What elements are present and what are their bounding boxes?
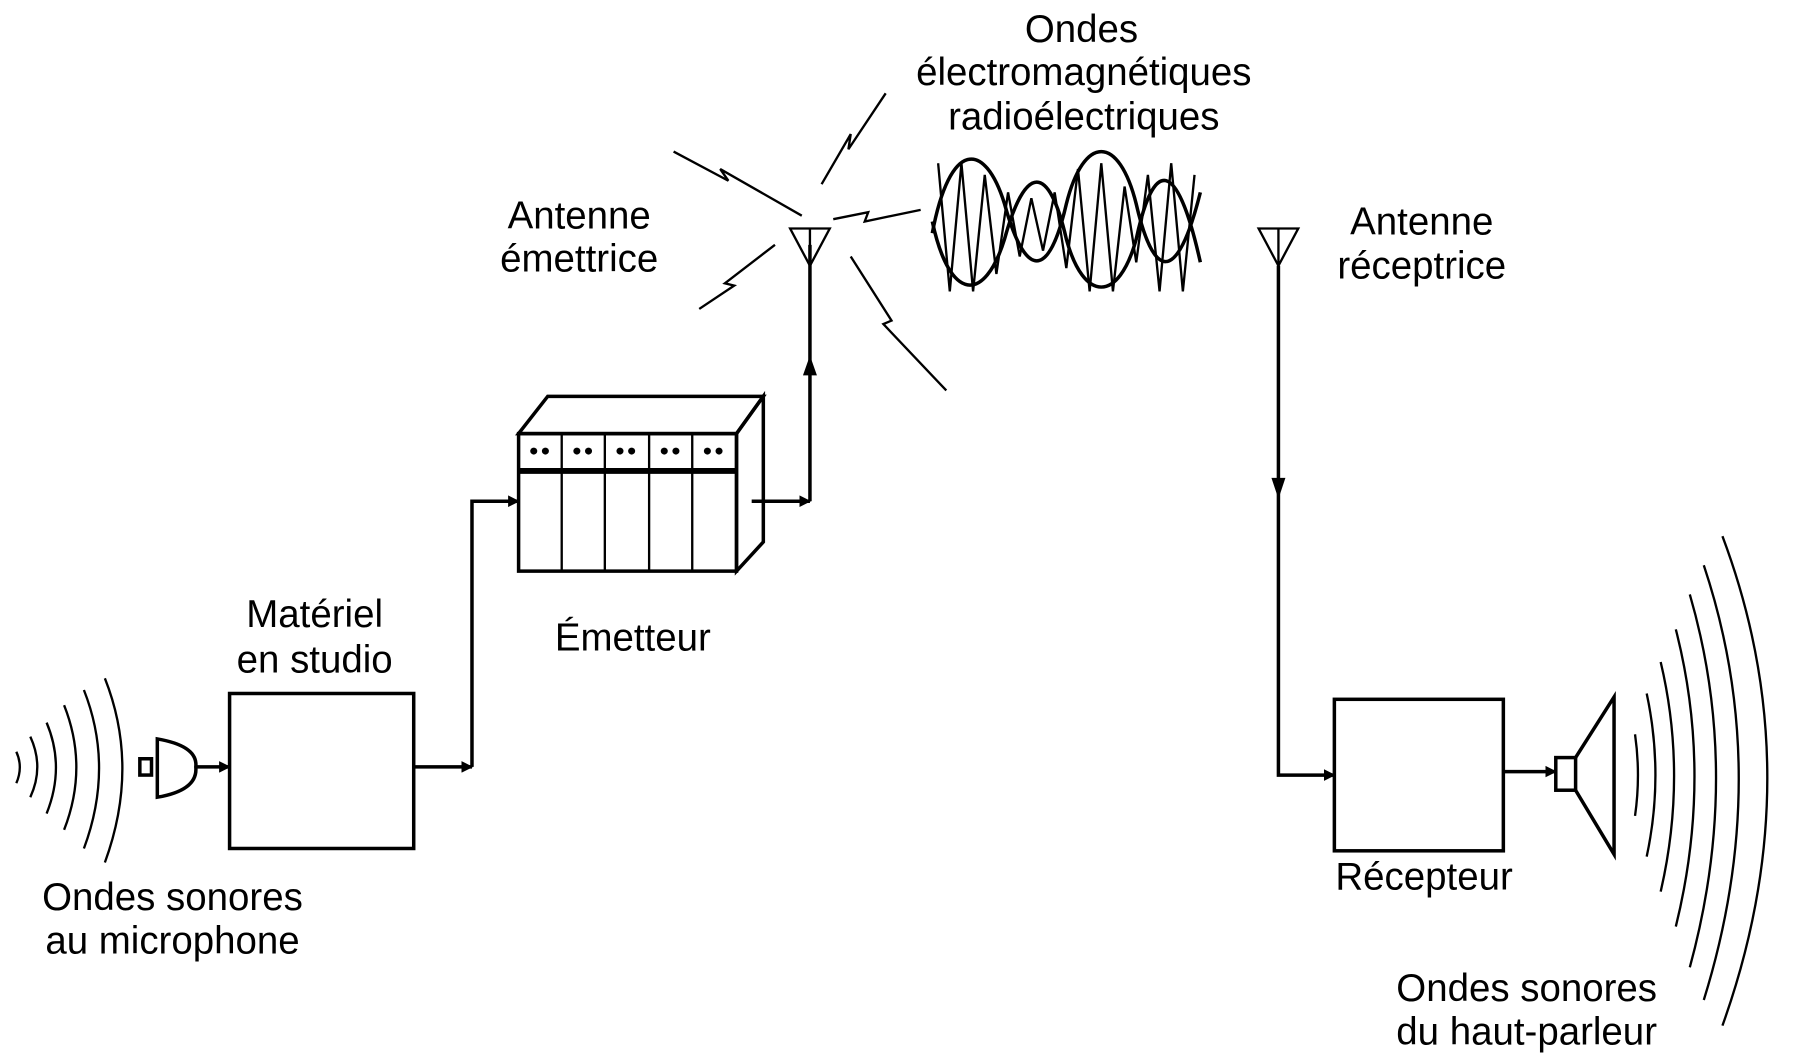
receiving-antenna-icon [1256,227,1301,269]
studio-label-line2: en studio [237,639,393,682]
studio-equipment-box [227,691,416,851]
transmitter-label: Émetteur [555,616,711,659]
receiver-box [1332,697,1506,853]
mic-waves-label-line2: au microphone [45,919,299,962]
mic-waves-label-line1: Ondes sonores [42,876,303,919]
em-waves-label-line2: électromagnétiques [916,51,1251,94]
loudspeaker-icon [1554,690,1616,861]
transmitting-antenna-label-line1: Antenne [508,195,651,238]
receiving-antenna-label-line1: Antenne [1350,200,1493,243]
radiation-zigzags [673,92,948,392]
microphone-icon [138,736,198,800]
microphone-sound-waves [15,677,124,863]
em-waves-label-line1: Ondes [1025,8,1138,51]
receiving-antenna-label-line2: réceptrice [1337,245,1506,288]
em-wave-packet [930,149,1203,292]
studio-to-transmitter-line [470,495,520,767]
speaker-sound-waves [1633,535,1769,1027]
antenna-to-receiver-line [1276,265,1336,781]
down-arrow-head [1271,477,1286,499]
transmitting-antenna-icon [788,227,832,269]
speaker-waves-label-line1: Ondes sonores [1396,967,1657,1010]
transmitting-antenna-label-line2: émettrice [500,238,658,281]
studio-label-line1: Matériel [246,593,383,636]
transmitter-rack [515,390,767,576]
receiver-label: Récepteur [1335,855,1513,898]
speaker-waves-label-line2: du haut-parleur [1396,1010,1657,1053]
up-arrow-head [802,355,817,376]
em-waves-label-line3: radioélectriques [948,95,1219,138]
